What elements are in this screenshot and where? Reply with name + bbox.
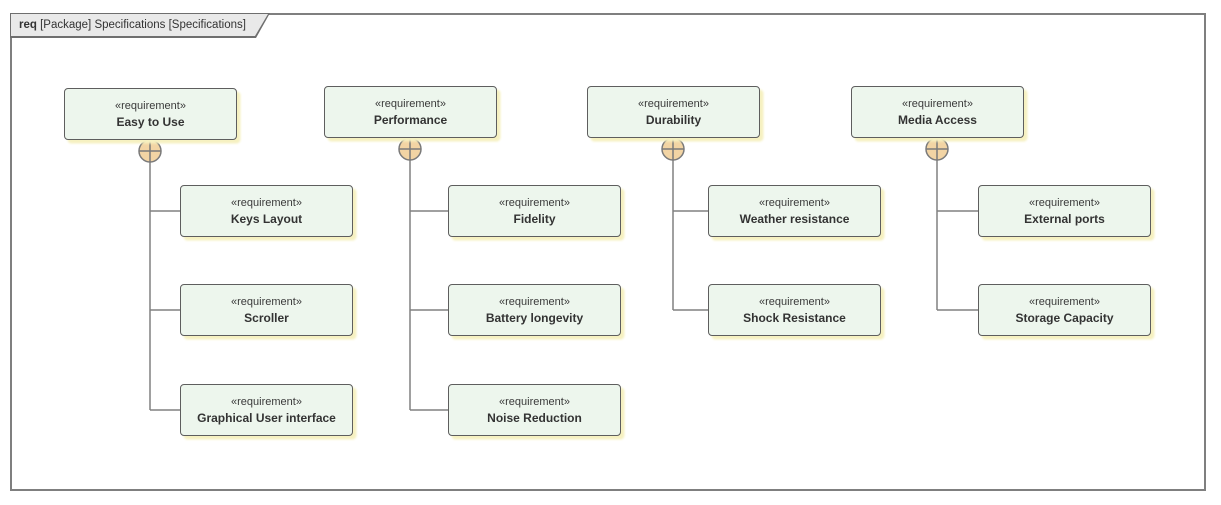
requirement-name: Fidelity [513, 211, 556, 226]
requirement-node-battery-longevity[interactable]: «requirement» Battery longevity [448, 284, 621, 336]
stereotype-label: «requirement» [375, 97, 446, 110]
stereotype-label: «requirement» [759, 196, 830, 209]
stereotype-label: «requirement» [231, 196, 302, 209]
aggregation-circle[interactable] [661, 137, 685, 161]
requirement-name: Performance [373, 112, 448, 127]
requirement-name: Durability [645, 112, 702, 127]
requirement-node-keys-layout[interactable]: «requirement» Keys Layout [180, 185, 353, 237]
requirement-name: Storage Capacity [1015, 310, 1114, 325]
stereotype-label: «requirement» [499, 395, 570, 408]
requirement-node-media-access[interactable]: «requirement» Media Access [851, 86, 1024, 138]
stereotype-label: «requirement» [638, 97, 709, 110]
stereotype-label: «requirement» [1029, 196, 1100, 209]
requirement-node-noise-reduction[interactable]: «requirement» Noise Reduction [448, 384, 621, 436]
requirement-name: Easy to Use [116, 114, 185, 129]
stereotype-label: «requirement» [499, 196, 570, 209]
requirement-name: Noise Reduction [487, 410, 582, 425]
aggregation-circle[interactable] [138, 139, 162, 163]
requirement-name: Battery longevity [485, 310, 584, 325]
stereotype-label: «requirement» [499, 295, 570, 308]
frame-title: [Package] Specifications [Specifications… [36, 19, 246, 31]
stereotype-label: «requirement» [759, 295, 830, 308]
stereotype-label: «requirement» [902, 97, 973, 110]
requirement-name: Media Access [898, 112, 977, 127]
stereotype-label: «requirement» [231, 295, 302, 308]
requirement-node-fidelity[interactable]: «requirement» Fidelity [448, 185, 621, 237]
requirement-name: Keys Layout [230, 211, 303, 226]
frame-keyword: req [19, 19, 37, 31]
requirement-name: Weather resistance [739, 211, 850, 226]
requirement-node-storage-capacity[interactable]: «requirement» Storage Capacity [978, 284, 1151, 336]
stereotype-label: «requirement» [231, 395, 302, 408]
requirement-node-shock-resistance[interactable]: «requirement» Shock Resistance [708, 284, 881, 336]
requirement-node-easy-to-use[interactable]: «requirement» Easy to Use [64, 88, 237, 140]
requirement-name: Graphical User interface [197, 410, 336, 425]
requirement-node-performance[interactable]: «requirement» Performance [324, 86, 497, 138]
requirement-node-graphical-user-interface[interactable]: «requirement» Graphical User interface [180, 384, 353, 436]
requirement-node-scroller[interactable]: «requirement» Scroller [180, 284, 353, 336]
aggregation-circles [138, 137, 949, 163]
frame-tab: req [Package] Specifications [Specificat… [11, 14, 268, 36]
stereotype-label: «requirement» [1029, 295, 1100, 308]
aggregation-circle[interactable] [925, 137, 949, 161]
requirement-node-durability[interactable]: «requirement» Durability [587, 86, 760, 138]
connector-lines [149, 160, 978, 411]
requirement-name: Shock Resistance [743, 310, 846, 325]
stereotype-label: «requirement» [115, 99, 186, 112]
requirement-name: External ports [1024, 211, 1105, 226]
requirement-name: Scroller [244, 310, 289, 325]
requirement-node-weather-resistance[interactable]: «requirement» Weather resistance [708, 185, 881, 237]
aggregation-circle[interactable] [398, 137, 422, 161]
requirement-node-external-ports[interactable]: «requirement» External ports [978, 185, 1151, 237]
